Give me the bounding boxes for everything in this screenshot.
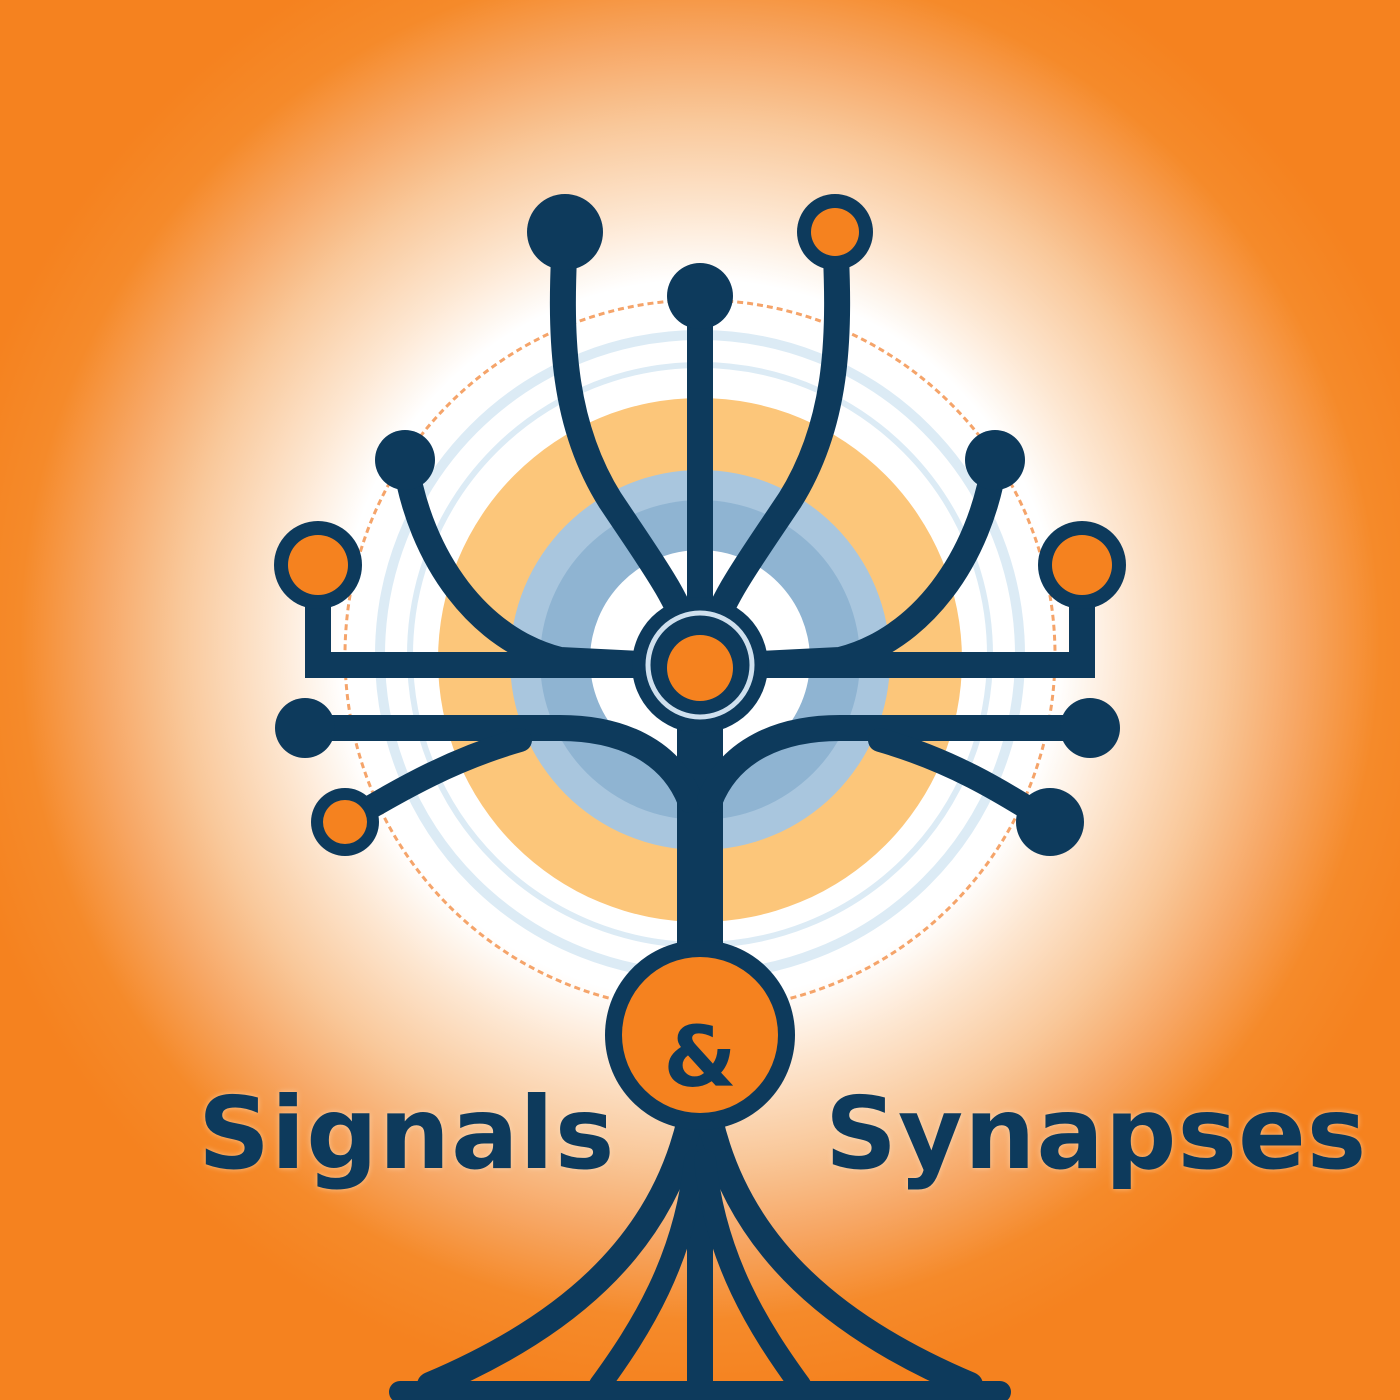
wordmark-signals: Signals — [198, 1075, 616, 1192]
wordmark-synapses: Synapses — [825, 1075, 1368, 1192]
ampersand-node — [605, 940, 795, 1130]
center-node — [632, 597, 768, 733]
ampersand-text: & — [663, 1008, 737, 1106]
terminal-nodes — [274, 194, 1126, 856]
